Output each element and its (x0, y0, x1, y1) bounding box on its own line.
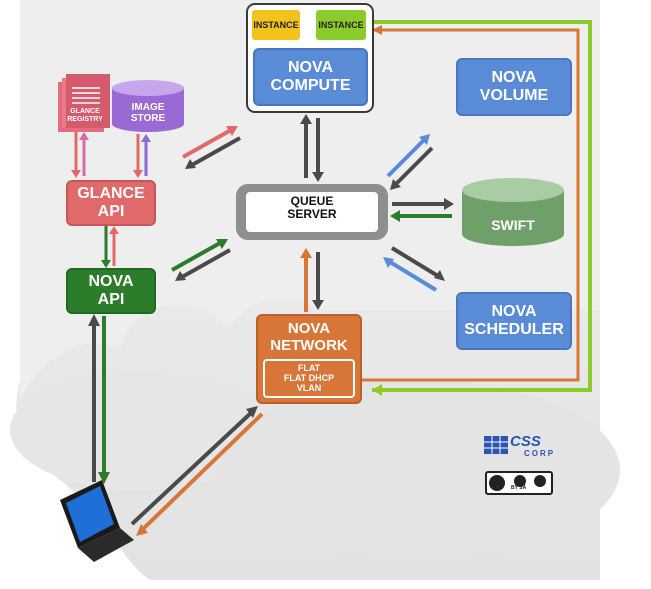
glance-api-label: GLANCE API (77, 184, 145, 220)
orange-connector (362, 28, 580, 382)
nova-api-label: NOVA API (88, 272, 134, 308)
corp-logo-text: CORP (524, 449, 556, 458)
instance-1-box: INSTANCE (252, 10, 300, 40)
network-modes-label: FLAT FLAT DHCP VLAN (263, 358, 355, 398)
nova-scheduler-label: NOVA SCHEDULER (464, 302, 564, 338)
css-corp-logo (484, 436, 508, 454)
image-store-label: IMAGE STORE (130, 102, 166, 124)
nova-api-box: NOVA API (66, 268, 156, 314)
image-store-icon (112, 80, 184, 132)
laptop-icon (60, 480, 134, 562)
nova-network-label: NOVA NETWORK (270, 320, 348, 355)
instance-1-label: INSTANCE (253, 20, 299, 30)
glance-registry-label: GLANCE REGISTRY (67, 108, 103, 123)
nova-volume-box: NOVA VOLUME (456, 58, 572, 116)
nova-scheduler-box: NOVA SCHEDULER (456, 292, 572, 350)
queue-server-label: QUEUE SERVER (287, 194, 337, 222)
queue-server-frame (236, 184, 388, 240)
nova-network-box: NOVA NETWORK FLAT FLAT DHCP VLAN (256, 314, 362, 404)
swift-icon (462, 178, 564, 246)
css-logo-text: CSS (510, 433, 541, 450)
instance-2-label: INSTANCE (318, 20, 364, 30)
lime-connector (372, 20, 592, 392)
cc-badge-text: BY SA (511, 485, 527, 491)
nova-compute-box: NOVA COMPUTE (253, 48, 368, 106)
glance-api-box: GLANCE API (66, 180, 156, 226)
creative-commons-badge (485, 471, 553, 495)
nova-compute-label: NOVA COMPUTE (270, 58, 351, 94)
swift-label: SWIFT (491, 217, 535, 233)
instance-2-box: INSTANCE (316, 10, 366, 40)
nova-volume-label: NOVA VOLUME (479, 68, 549, 104)
glance-registry-icon (58, 74, 110, 132)
